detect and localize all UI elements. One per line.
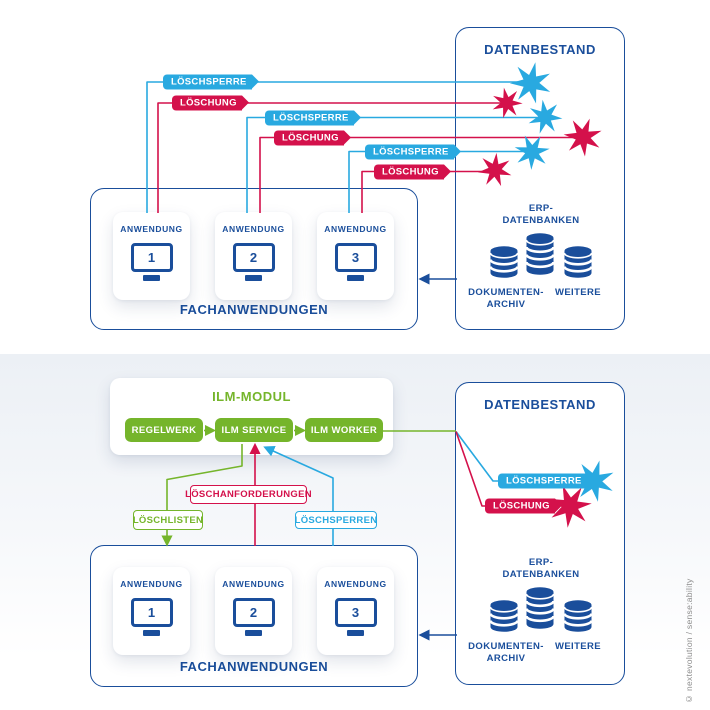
app-label: ANWENDUNG — [120, 224, 183, 234]
monitor-screen: 2 — [232, 598, 275, 627]
monitor-stand — [245, 630, 262, 636]
dok-label-line1: DOKUMENTEN- — [468, 641, 544, 652]
monitor-stand — [245, 275, 262, 281]
monitor-stand — [143, 275, 160, 281]
erp-label-line2: DATENBANKEN — [502, 215, 580, 226]
loeschsperre-tag-2: LÖSCHSPERRE — [265, 110, 361, 125]
monitor-stand — [347, 630, 364, 636]
fachanwendungen-title-bottom: FACHANWENDUNGEN — [179, 659, 329, 674]
weitere-label-bottom: WEITERE — [554, 641, 602, 652]
dokumenten-archiv-label-top: DOKUMENTEN- ARCHIV — [461, 287, 551, 311]
dok-label-line1: DOKUMENTEN- — [468, 287, 544, 298]
monitor-stand — [143, 630, 160, 636]
datenbestand-title-top: DATENBESTAND — [484, 42, 596, 57]
database-icon-weitere-top — [563, 245, 593, 279]
monitor-screen: 3 — [334, 598, 377, 627]
monitor-screen: 3 — [334, 243, 377, 272]
loeschsperre-tag-3: LÖSCHSPERRE — [365, 144, 461, 159]
app-card-2-top: ANWENDUNG 2 — [215, 212, 292, 300]
ilm-worker-button: ILM WORKER — [305, 418, 383, 442]
monitor-icon: 1 — [130, 243, 173, 281]
monitor-icon: 1 — [130, 598, 173, 636]
loeschsperre-tag-1: LÖSCHSPERRE — [163, 74, 259, 90]
database-icon-erp-bottom — [525, 586, 555, 630]
datenbestand-box-top: DATENBESTAND ERP- DATENBANKEN DOKUMENTEN… — [455, 27, 625, 330]
regelwerk-button: REGELWERK — [125, 418, 203, 442]
monitor-icon: 2 — [232, 243, 275, 281]
monitor-icon: 2 — [232, 598, 275, 636]
dok-label-line2: ARCHIV — [486, 653, 526, 664]
ilm-service-button: ILM SERVICE — [215, 418, 293, 442]
erp-label-line2: DATENBANKEN — [502, 569, 580, 580]
app-label: ANWENDUNG — [324, 224, 387, 234]
app-label: ANWENDUNG — [222, 579, 285, 589]
app-card-3-bottom: ANWENDUNG 3 — [317, 567, 394, 655]
app-card-3-top: ANWENDUNG 3 — [317, 212, 394, 300]
dokumenten-archiv-label-bottom: DOKUMENTEN- ARCHIV — [461, 641, 551, 665]
monitor-icon: 3 — [334, 598, 377, 636]
database-icon-weitere-bottom — [563, 599, 593, 633]
ilm-modul-card: ILM-MODUL REGELWERK ILM SERVICE ILM WORK… — [110, 378, 393, 455]
app-card-1-bottom: ANWENDUNG 1 — [113, 567, 190, 655]
ilm-modul-title: ILM-MODUL — [212, 389, 291, 404]
monitor-screen: 1 — [130, 598, 173, 627]
database-icon-dokumente-top — [489, 245, 519, 279]
loeschanforderungen-label: LÖSCHANFORDERUNGEN — [185, 485, 312, 504]
weitere-label-top: WEITERE — [554, 287, 602, 298]
erp-databases-label-bottom: ERP- DATENBANKEN — [491, 557, 591, 581]
app-label: ANWENDUNG — [120, 579, 183, 589]
loeschung-tag-bottom: LÖSCHUNG — [485, 498, 562, 514]
dok-label-line2: ARCHIV — [486, 299, 526, 310]
loeschung-tag-2: LÖSCHUNG — [274, 130, 351, 145]
loeschsperren-label: LÖSCHSPERREN — [295, 511, 377, 529]
app-label: ANWENDUNG — [324, 579, 387, 589]
datenbestand-box-bottom: DATENBESTAND ERP- DATENBANKEN DOKUMENTEN… — [455, 382, 625, 685]
database-icon-dokumente-bottom — [489, 599, 519, 633]
app-label: ANWENDUNG — [222, 224, 285, 234]
erp-databases-label-top: ERP- DATENBANKEN — [491, 203, 591, 227]
database-icon-erp-top — [525, 232, 555, 276]
monitor-screen: 1 — [130, 243, 173, 272]
app-card-1-top: ANWENDUNG 1 — [113, 212, 190, 300]
datenbestand-title-bottom: DATENBESTAND — [484, 397, 596, 412]
erp-label-line1: ERP- — [528, 203, 554, 214]
monitor-icon: 3 — [334, 243, 377, 281]
fachanwendungen-title-top: FACHANWENDUNGEN — [179, 302, 329, 317]
monitor-screen: 2 — [232, 243, 275, 272]
erp-label-line1: ERP- — [528, 557, 554, 568]
loeschlisten-label: LÖSCHLISTEN — [133, 510, 203, 530]
loeschsperre-tag-bottom: LÖSCHSPERRE — [498, 473, 594, 489]
credit-text: © nextevolution / sense:ability — [684, 578, 694, 704]
monitor-stand — [347, 275, 364, 281]
app-card-2-bottom: ANWENDUNG 2 — [215, 567, 292, 655]
loeschung-tag-1: LÖSCHUNG — [172, 95, 249, 111]
loeschung-tag-3: LÖSCHUNG — [374, 164, 451, 179]
